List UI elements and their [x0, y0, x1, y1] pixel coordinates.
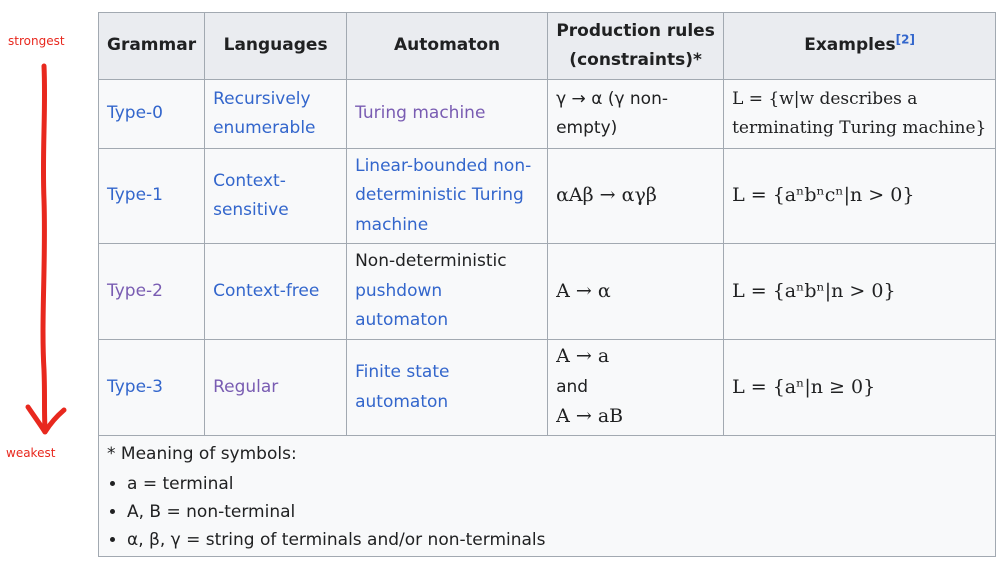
chomsky-hierarchy-table: Grammar Languages Automaton Production r…	[97, 12, 997, 557]
automaton-pushdown-link[interactable]: pushdown automaton	[355, 280, 449, 331]
notes-list: a = terminal A, B = non-terminal α, β, γ…	[107, 474, 987, 550]
grammar-type-2-link[interactable]: Type-2	[97, 243, 206, 340]
list-item: A, B = non-terminal	[127, 502, 987, 522]
notes-row: * Meaning of symbols: a = terminal A, B …	[97, 435, 997, 557]
production-rule-cell: A → a and A → aB	[547, 339, 725, 436]
language-regular-link[interactable]: Regular	[204, 339, 348, 436]
table-row: Type-2 Context-free Non-deterministic pu…	[97, 243, 997, 340]
automaton-cell: Non-deterministic pushdown automaton	[346, 243, 549, 340]
grammar-type-1-link[interactable]: Type-1	[97, 148, 206, 244]
production-rule-and: and	[556, 376, 589, 397]
production-rule: A → α	[547, 243, 725, 340]
header-automaton: Automaton	[346, 12, 549, 80]
down-arrow-icon	[25, 63, 67, 435]
notes-heading: * Meaning of symbols:	[107, 444, 297, 464]
header-languages: Languages	[204, 12, 348, 80]
automaton-finite-state-link[interactable]: Finite state automaton	[346, 339, 549, 436]
header-grammar: Grammar	[97, 12, 206, 80]
header-production-rules: Production rules (constraints)*	[547, 12, 725, 80]
symbol-notes: * Meaning of symbols: a = terminal A, B …	[97, 435, 997, 557]
automaton-linear-bounded-link[interactable]: Linear-bounded non-deterministic Turing …	[346, 148, 549, 244]
table-row: Type-1 Context-sensitive Linear-bounded …	[97, 148, 997, 244]
production-rule: γ → α (γ non-empty)	[547, 79, 725, 149]
production-rule: αAβ → αγβ	[547, 148, 725, 244]
grammar-type-0-link[interactable]: Type-0	[97, 79, 206, 149]
example-language: L = {aⁿ|n ≥ 0}	[723, 339, 997, 436]
strongest-label: strongest	[8, 34, 65, 48]
list-item: a = terminal	[127, 474, 987, 494]
example-language: L = {w|w describes a terminating Turing …	[723, 79, 997, 149]
automaton-turing-machine-link[interactable]: Turing machine	[346, 79, 549, 149]
language-context-free-link[interactable]: Context-free	[204, 243, 348, 340]
header-examples: Examples[2]	[723, 12, 997, 80]
grammar-type-3-link[interactable]: Type-3	[97, 339, 206, 436]
language-recursively-enumerable-link[interactable]: Recursively enumerable	[204, 79, 348, 149]
header-row: Grammar Languages Automaton Production r…	[97, 12, 997, 80]
weakest-label: weakest	[6, 446, 56, 460]
automaton-prefix: Non-deterministic	[355, 251, 507, 272]
table-row: Type-3 Regular Finite state automaton A …	[97, 339, 997, 436]
production-rule-b: A → aB	[556, 405, 624, 428]
example-language: L = {aⁿbⁿ|n > 0}	[723, 243, 997, 340]
header-rules-line1: Production rules	[556, 20, 715, 41]
example-language: L = {aⁿbⁿcⁿ|n > 0}	[723, 148, 997, 244]
table-row: Type-0 Recursively enumerable Turing mac…	[97, 79, 997, 149]
header-rules-line2: (constraints)*	[569, 50, 702, 70]
reference-link[interactable]: [2]	[895, 32, 915, 47]
header-examples-label: Examples	[804, 35, 896, 56]
language-context-sensitive-link[interactable]: Context-sensitive	[204, 148, 348, 244]
production-rule-a: A → a	[556, 345, 610, 368]
list-item: α, β, γ = string of terminals and/or non…	[127, 530, 987, 550]
